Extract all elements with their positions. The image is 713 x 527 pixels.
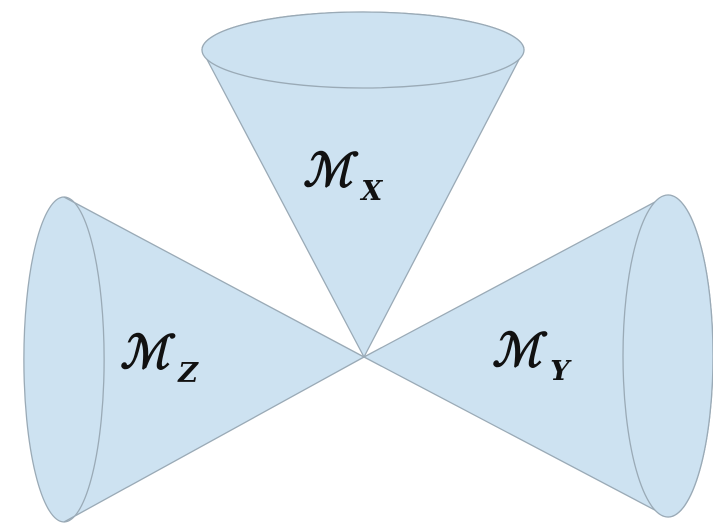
cone-mz-body	[23, 196, 365, 523]
cone-my-rim	[622, 194, 713, 518]
label-my: ℳ Y	[492, 323, 572, 387]
cone-mx: ℳ X	[201, 11, 525, 358]
cone-mx-rim	[201, 11, 525, 89]
cone-my: ℳ Y	[363, 194, 713, 518]
cone-mz-rim	[63, 196, 105, 523]
label-mz-symbol: ℳ	[120, 325, 176, 379]
cone-mz: ℳ Z	[23, 196, 365, 523]
label-mx-symbol: ℳ	[303, 143, 359, 197]
label-mz: ℳ Z	[120, 325, 199, 389]
label-mx: ℳ X	[303, 143, 383, 207]
label-mx-subscript: X	[359, 176, 383, 207]
label-mz-subscript: Z	[177, 358, 199, 389]
label-my-subscript: Y	[550, 356, 572, 387]
label-my-symbol: ℳ	[492, 323, 548, 377]
